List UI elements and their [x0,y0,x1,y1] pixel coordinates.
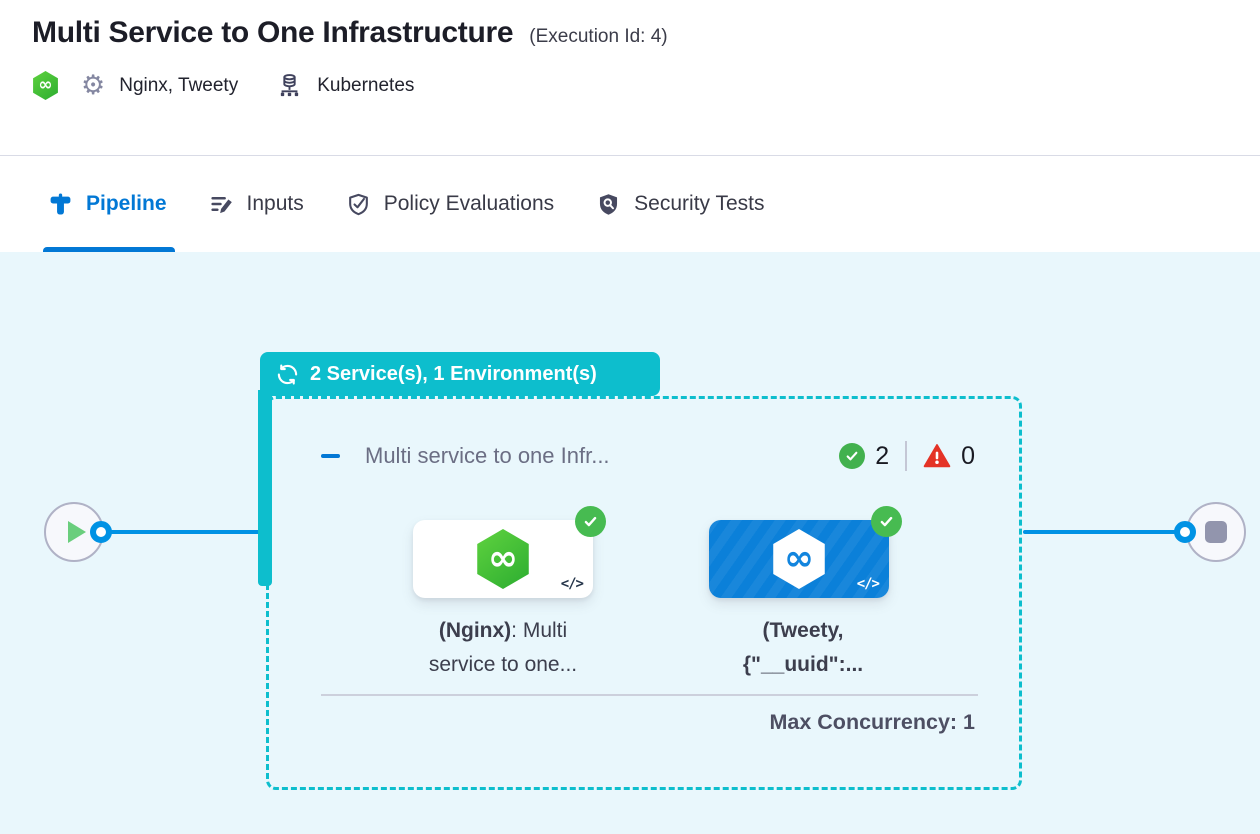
tab-security-tests-label: Security Tests [634,192,765,215]
service-node-tweety[interactable]: ∞ </> [709,506,902,598]
infinity-glyph: ∞ [784,538,814,579]
stage-title: Multi service to one Infr... [365,443,610,468]
pipeline-start-node [44,502,104,562]
success-check-icon [839,443,866,469]
pipeline-canvas[interactable]: 2 Service(s), 1 Environment(s) Multi ser… [0,252,1260,834]
group-divider [321,694,978,696]
infrastructure-icon [281,74,299,97]
counter-divider [905,441,908,471]
pipeline-end-node [1186,502,1246,562]
infinity-glyph: ∞ [38,75,53,95]
execution-id: (Execution Id: 4) [529,26,668,47]
tab-pipeline-label: Pipeline [86,192,167,215]
service-node-nginx[interactable]: ∞ </> [413,506,606,598]
inputs-icon [210,196,232,213]
tab-security-tests[interactable]: Security Tests [596,156,765,252]
stage-header-row: Multi service to one Infr... [319,443,610,469]
tab-policy-evaluations-label: Policy Evaluations [383,192,555,215]
execution-header: Multi Service to One Infrastructure (Exe… [0,0,1260,156]
label-line-1: (Nginx): Multi [438,619,568,642]
title-row: Multi Service to One Infrastructure (Exe… [32,16,1228,50]
infinity-glyph: ∞ [488,538,518,579]
service-node-nginx-label: (Nginx): Multi service to one... [338,614,668,682]
link-line-left [102,530,262,534]
badge-tail [258,390,272,586]
success-count: 2 [875,441,890,470]
label-line-2: {"__uuid":... [742,653,864,676]
environment-label: Kubernetes [317,74,415,96]
harness-service-icon: ∞ [33,71,58,100]
stage-status-counters: 2 0 [839,441,975,471]
collapse-stage-button[interactable] [319,444,341,468]
tab-inputs[interactable]: Inputs [209,156,304,252]
success-badge [575,506,606,537]
link-line-right [1023,530,1181,534]
harness-logo-green: ∞ [477,529,529,589]
tab-pipeline[interactable]: Pipeline [43,156,175,252]
execution-meta-row: ∞ ⚙ Nginx, Tweety Kubernetes [32,71,1228,100]
failure-warning-icon [923,444,951,468]
minus-icon [320,453,340,459]
service-node-tweety-label: (Tweety, {"__uuid":... [638,614,968,682]
label-line-2: service to one... [428,653,578,676]
services-label: Nginx, Tweety [119,74,239,96]
play-icon [68,521,86,543]
code-icon: </> [856,576,880,592]
max-concurrency-label: Max Concurrency: 1 [769,710,975,734]
tab-inputs-label: Inputs [246,192,304,215]
services-environments-label: 2 Service(s), 1 Environment(s) [310,362,597,385]
page-title: Multi Service to One Infrastructure [32,16,514,49]
loop-icon [277,363,298,385]
security-shield-icon [600,193,618,215]
label-line-1: (Tweety, [762,619,844,642]
pipeline-icon [50,192,71,214]
link-connector-right [1174,521,1196,543]
tab-bar: Pipeline Inputs Policy Evaluations [0,156,1260,252]
stage-group-box: Multi service to one Infr... 2 0 ∞ [266,396,1022,790]
harness-logo-white: ∞ [773,529,825,589]
policy-shield-icon [348,193,368,215]
link-connector-left [90,521,112,543]
tab-policy-evaluations[interactable]: Policy Evaluations [346,156,554,252]
stop-icon [1205,521,1227,543]
code-icon: </> [560,576,584,592]
failure-count: 0 [961,441,975,470]
gear-icon: ⚙ [81,70,106,101]
services-environments-badge[interactable]: 2 Service(s), 1 Environment(s) [260,352,660,396]
success-badge [871,506,902,537]
